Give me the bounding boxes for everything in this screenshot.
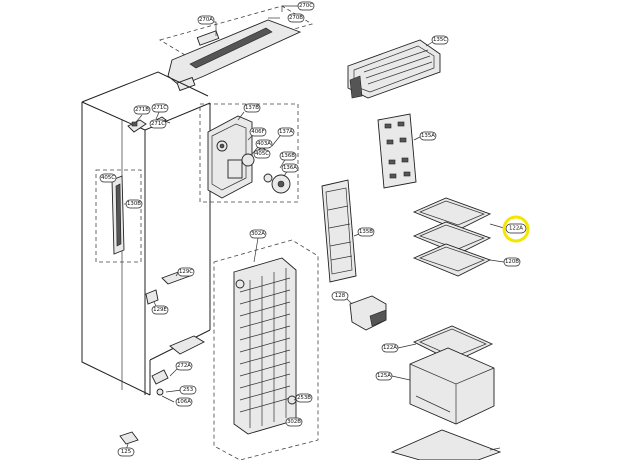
svg-text:122A: 122A [509, 226, 523, 232]
label-120b: 120B [503, 257, 521, 267]
duct-cover-135c [347, 39, 441, 99]
label-253: 253 [179, 385, 197, 395]
label-135c: 135C [431, 35, 449, 45]
label-106a: 106A [175, 397, 193, 407]
label-405c: 405C [253, 149, 271, 159]
label-136a: 136A [281, 163, 299, 173]
label-128: 128 [331, 291, 349, 301]
glass-shelves [412, 197, 505, 277]
svg-text:129E: 129E [153, 307, 167, 313]
svg-text:253: 253 [183, 387, 193, 393]
label-125: 125 [117, 447, 135, 457]
svg-text:302B: 302B [287, 419, 301, 425]
highlight-circle [502, 215, 530, 243]
svg-text:135A: 135A [421, 133, 435, 139]
label-129c: 129C [177, 267, 195, 277]
label-405c-left: 405C [99, 173, 117, 183]
part-128 [345, 295, 387, 331]
label-270a: 270A [197, 15, 215, 25]
svg-text:270A: 270A [199, 17, 213, 23]
svg-text:405C: 405C [255, 151, 269, 157]
callout-labels: 270A 270C 270B 135C 271B 271C 271C 137B … [99, 1, 527, 457]
label-135b: 135B [357, 227, 375, 237]
svg-text:129C: 129C [179, 269, 193, 275]
svg-text:135C: 135C [433, 37, 447, 43]
fan-motor-housing [199, 103, 299, 203]
label-403a: 403A [255, 139, 273, 149]
label-125a: 125A [375, 371, 393, 381]
top-bracket-assembly [158, 5, 314, 92]
svg-text:271C: 271C [153, 105, 167, 111]
svg-text:302A: 302A [251, 231, 265, 237]
crisper-drawer [391, 325, 495, 425]
svg-text:136A: 136A [283, 165, 297, 171]
lower-left-brackets [119, 269, 205, 451]
svg-text:137B: 137B [245, 105, 259, 111]
svg-text:270C: 270C [299, 3, 313, 9]
control-panel-135a [377, 113, 423, 189]
label-302a: 302A [249, 229, 267, 239]
svg-text:135B: 135B [359, 229, 373, 235]
svg-text:136B: 136B [281, 153, 295, 159]
label-253b: 253B [295, 393, 313, 403]
label-122a-highlighted: 122A [505, 223, 527, 234]
svg-text:405C: 405C [101, 175, 115, 181]
label-130b: 130B [125, 199, 143, 209]
svg-text:271C: 271C [151, 121, 165, 127]
label-136b: 136B [279, 151, 297, 161]
svg-text:125: 125 [121, 449, 131, 455]
svg-text:130B: 130B [127, 201, 141, 207]
label-270b: 270B [287, 13, 305, 23]
svg-text:272A: 272A [177, 363, 191, 369]
svg-text:128: 128 [335, 293, 346, 299]
svg-text:120B: 120B [505, 259, 519, 265]
rear-panel-135b [321, 179, 365, 283]
label-129e: 129E [151, 305, 169, 315]
label-271c-lower: 271C [149, 119, 167, 129]
label-270c-top: 270C [297, 1, 315, 11]
evaporator-302a [213, 237, 319, 460]
label-271c: 271C [151, 103, 169, 113]
label-302b: 302B [285, 417, 303, 427]
svg-text:122A: 122A [383, 345, 397, 351]
label-272a: 272A [175, 361, 193, 371]
svg-text:270B: 270B [289, 15, 303, 21]
label-137a: 137A [277, 127, 295, 137]
label-406f: 406F [249, 127, 267, 137]
svg-text:106A: 106A [177, 399, 191, 405]
label-137b: 137B [243, 103, 261, 113]
svg-text:137A: 137A [279, 129, 293, 135]
label-135a: 135A [419, 131, 437, 141]
svg-text:253B: 253B [297, 395, 311, 401]
svg-text:406F: 406F [251, 129, 264, 135]
lower-cover-125 [390, 429, 502, 460]
svg-text:403A: 403A [257, 141, 271, 147]
label-271b: 271B [133, 105, 151, 115]
label-122a: 122A [381, 343, 399, 353]
svg-text:125A: 125A [377, 373, 391, 379]
duct-panel-130b [95, 169, 142, 263]
svg-text:271B: 271B [135, 107, 149, 113]
